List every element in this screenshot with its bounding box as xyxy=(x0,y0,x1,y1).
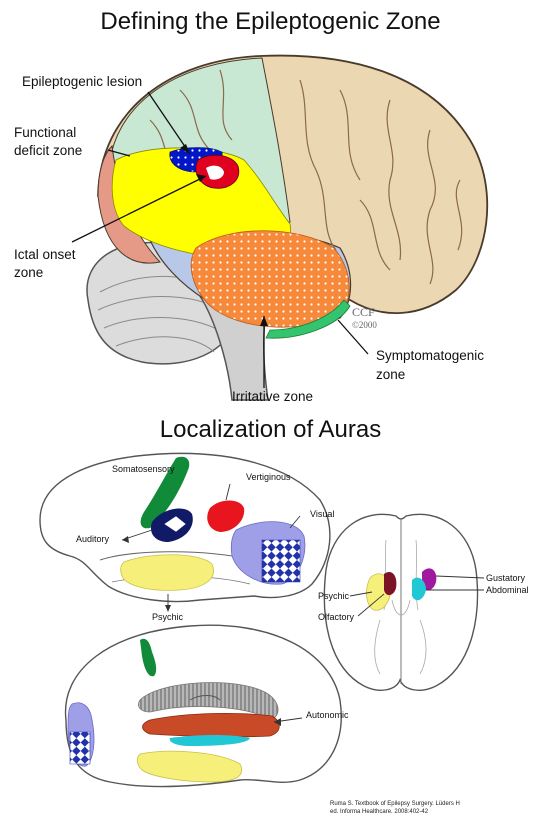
label-psychic-lateral: Psychic xyxy=(152,612,183,623)
label-symptomatogenic-1: Symptomatogenic xyxy=(376,347,484,364)
citation-line-1: Ruma S. Textbook of Epilepsy Surgery. Lü… xyxy=(330,800,460,808)
copyright-year: ©2000 xyxy=(352,320,377,330)
basal-brain-diagram xyxy=(324,514,484,690)
copyright-ccf: CCF xyxy=(352,306,375,319)
citation-line-2: ed. Informa Healthcare. 2008:402-42 xyxy=(330,808,460,816)
psychic-lateral-region xyxy=(121,555,214,591)
label-symptomatogenic-2: zone xyxy=(376,366,405,383)
label-abdominal: Abdominal xyxy=(486,585,529,596)
label-gustatory: Gustatory xyxy=(486,573,525,584)
label-visual: Visual xyxy=(310,509,334,520)
label-functional-deficit-1: Functional xyxy=(14,124,76,141)
label-vertiginous: Vertiginous xyxy=(246,472,291,483)
label-auditory: Auditory xyxy=(76,534,109,545)
label-somatosensory: Somatosensory xyxy=(112,464,175,475)
label-autonomic: Autonomic xyxy=(306,710,349,721)
citation: Ruma S. Textbook of Epilepsy Surgery. Lü… xyxy=(330,800,460,816)
label-irritative-zone: Irritative zone xyxy=(232,388,313,405)
label-functional-deficit-2: deficit zone xyxy=(14,142,82,159)
label-ictal-onset-2: zone xyxy=(14,264,43,281)
label-psychic-basal: Psychic xyxy=(318,591,349,602)
label-ictal-onset-1: Ictal onset xyxy=(14,246,76,263)
medial-brain-diagram xyxy=(66,625,342,786)
sub-title: Localization of Auras xyxy=(0,416,541,444)
label-epileptogenic-lesion: Epileptogenic lesion xyxy=(22,73,142,90)
main-title: Defining the Epileptogenic Zone xyxy=(0,8,541,36)
label-olfactory: Olfactory xyxy=(318,612,354,623)
